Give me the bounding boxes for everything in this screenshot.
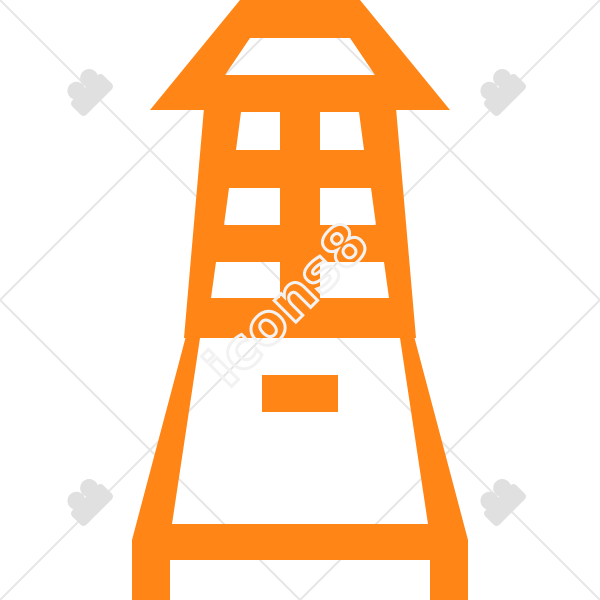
tower-roof <box>150 0 450 110</box>
tower-base <box>132 336 468 600</box>
watermark-logo-icon <box>67 479 113 526</box>
tower-shaft <box>184 108 416 338</box>
watermark-diagonal-line <box>299 0 600 301</box>
watermark-logo-icon <box>480 479 526 526</box>
tower-door <box>262 375 338 412</box>
tower-icon <box>132 0 468 600</box>
watermark-logo-icon <box>67 69 113 116</box>
watermark-diagonal-line <box>0 0 301 301</box>
watermark-logo-icon <box>480 69 526 116</box>
watermark-logos <box>67 69 526 526</box>
